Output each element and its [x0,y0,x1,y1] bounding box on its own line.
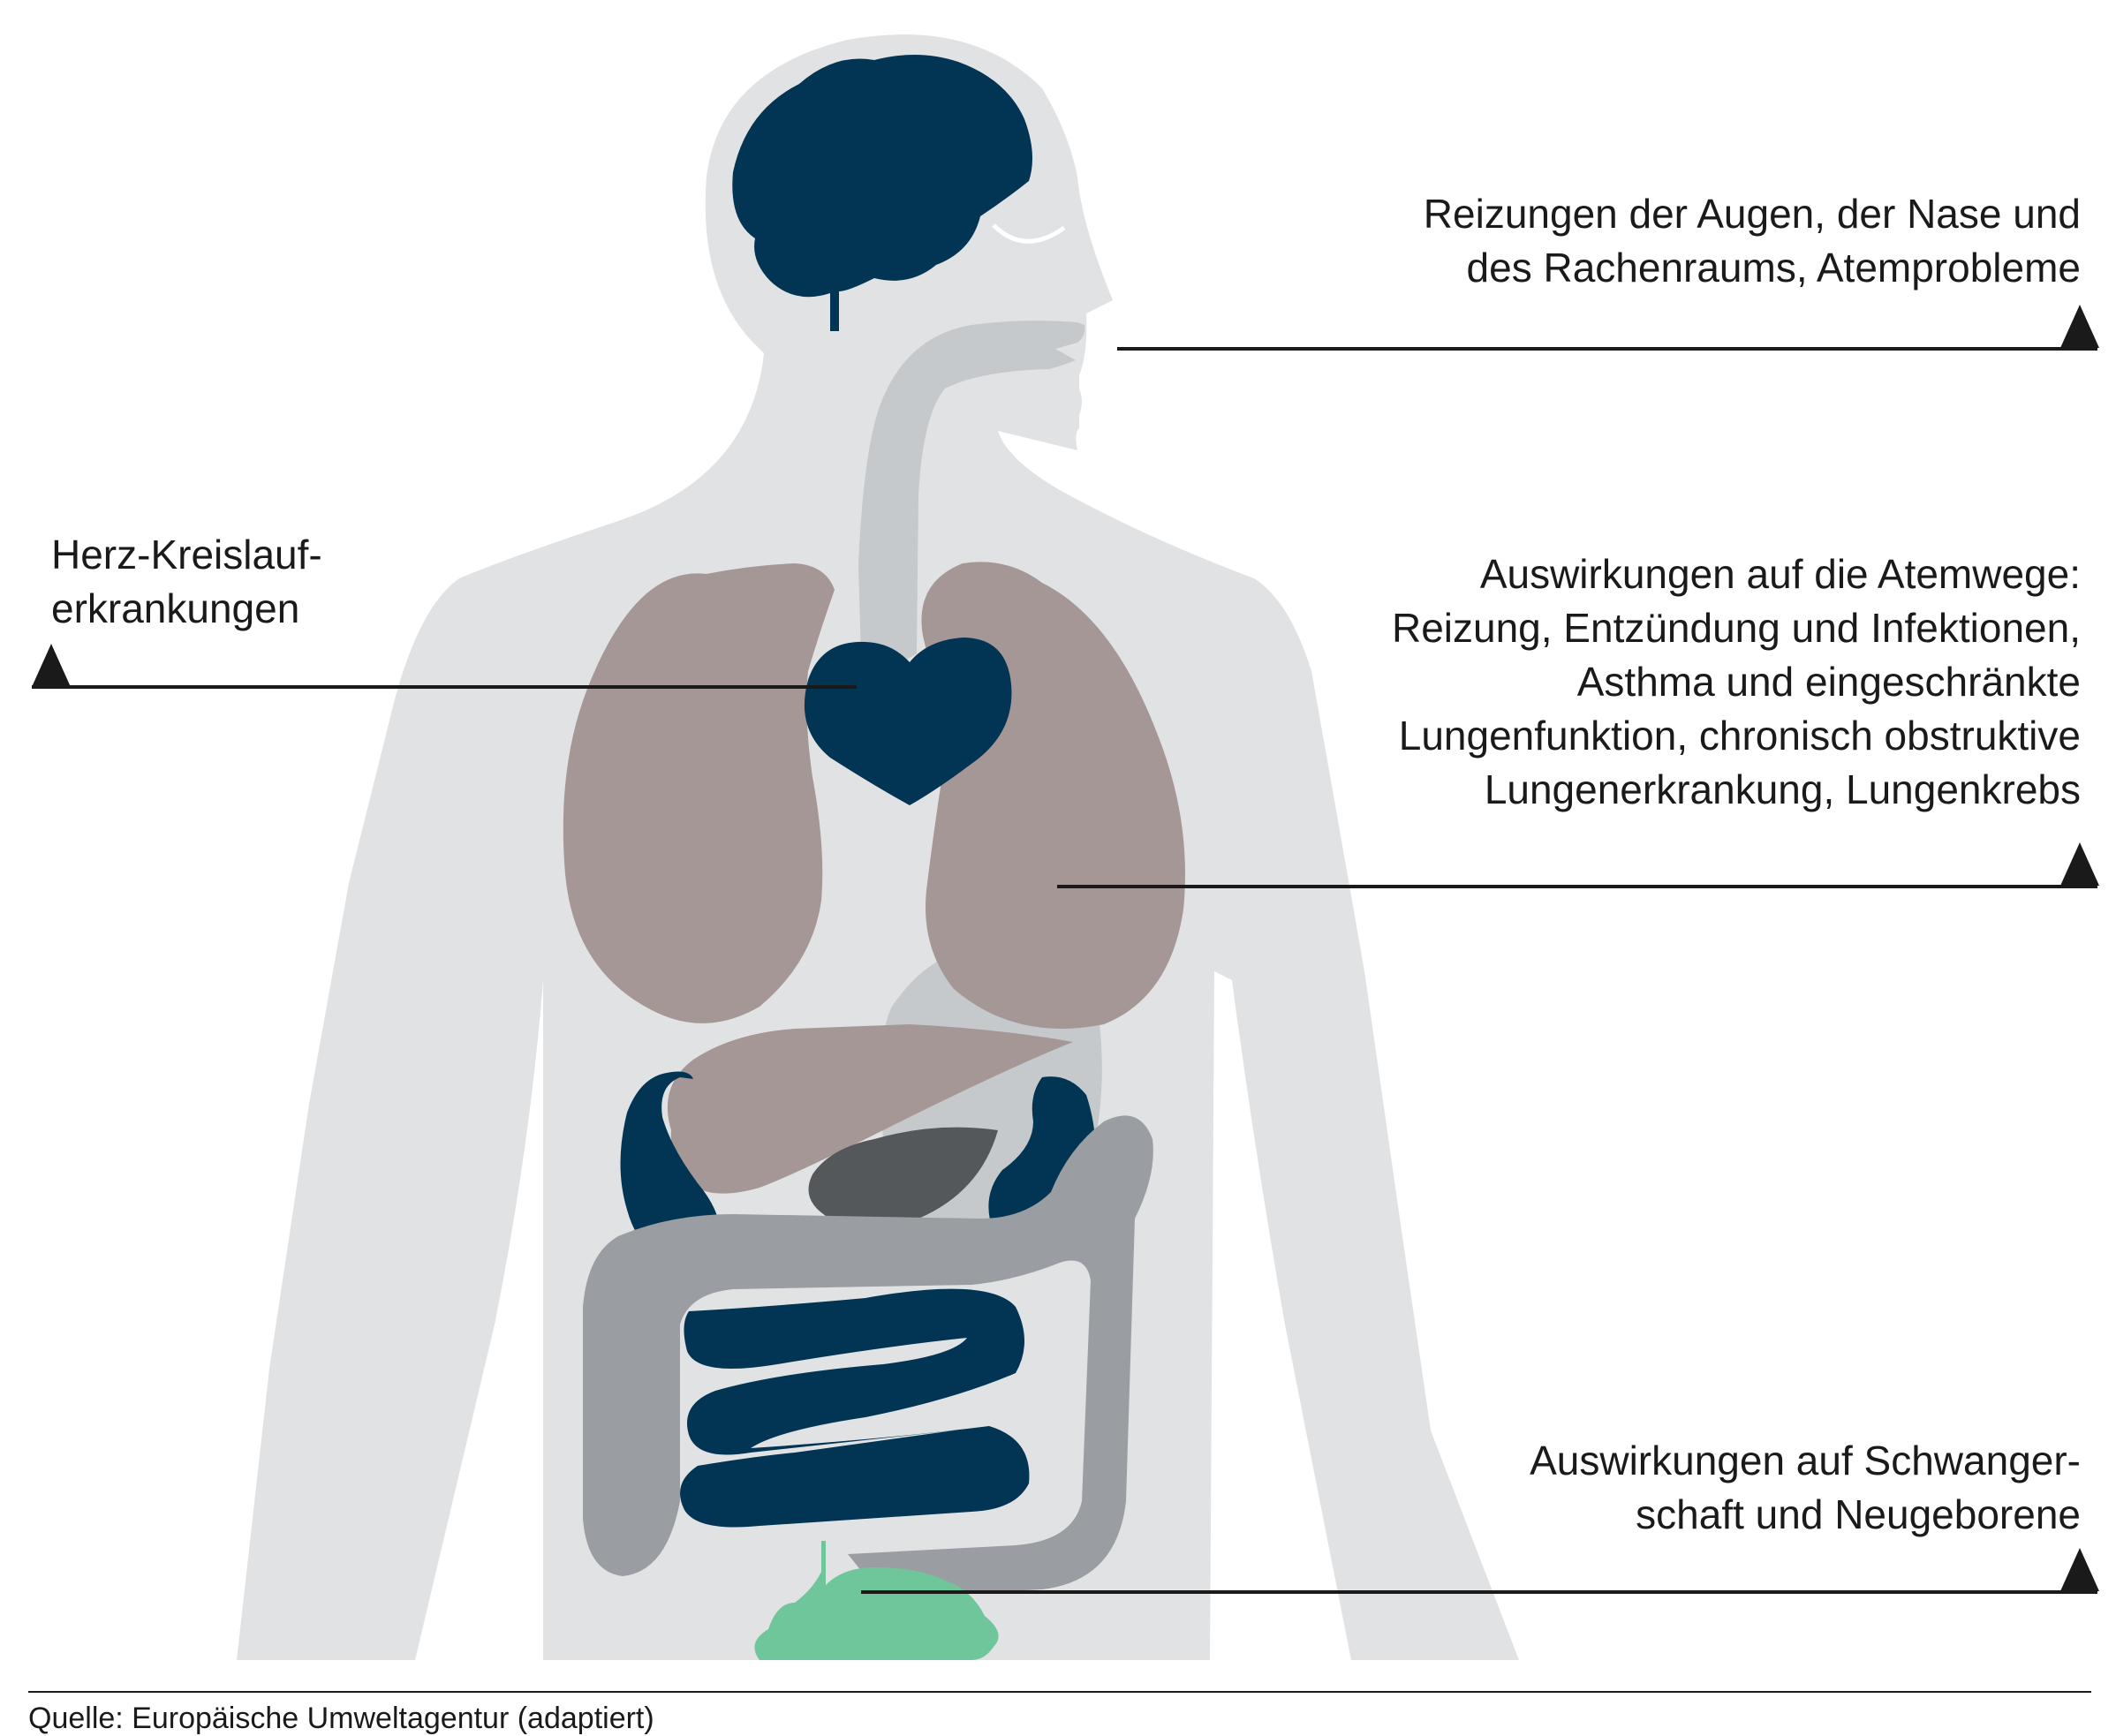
annotation-line: Auswirkungen auf die Atemwege: [1392,547,2081,601]
marker-respiratory [2060,842,2099,886]
annotation-line: Reizungen der Augen, der Nase und [1424,187,2081,241]
annotation-line: Herz-Kreislauf- [51,528,322,582]
annotation-line: Reizung, Entzündung und Infektionen, [1392,601,2081,655]
marker-eyes [2060,305,2099,348]
annotation-cardiovascular: Herz-Kreislauf- erkrankungen [51,528,322,636]
annotation-respiratory: Auswirkungen auf die Atemwege: Reizung, … [1392,547,2081,817]
annotation-line: Lungenerkrankung, Lungenkrebs [1392,763,2081,817]
annotation-line: Lungenfunktion, chronisch obstruktive [1392,709,2081,763]
marker-pregnancy [2060,1548,2099,1591]
annotation-line: des Rachenraums, Atemprobleme [1424,241,2081,295]
annotation-pregnancy: Auswirkungen auf Schwanger- schaft und N… [1530,1434,2081,1542]
annotation-eyes-nose-throat: Reizungen der Augen, der Nase und des Ra… [1424,187,2081,295]
annotation-line: Asthma und eingeschränkte [1392,655,2081,709]
footer-divider [28,1691,2091,1693]
annotation-line: erkrankungen [51,582,322,636]
annotation-line: Auswirkungen auf Schwanger- [1530,1434,2081,1488]
annotation-line: schaft und Neugeborene [1530,1488,2081,1542]
marker-heart [32,644,71,687]
source-note: Quelle: Europäische Umweltagentur (adapt… [28,1702,654,1734]
